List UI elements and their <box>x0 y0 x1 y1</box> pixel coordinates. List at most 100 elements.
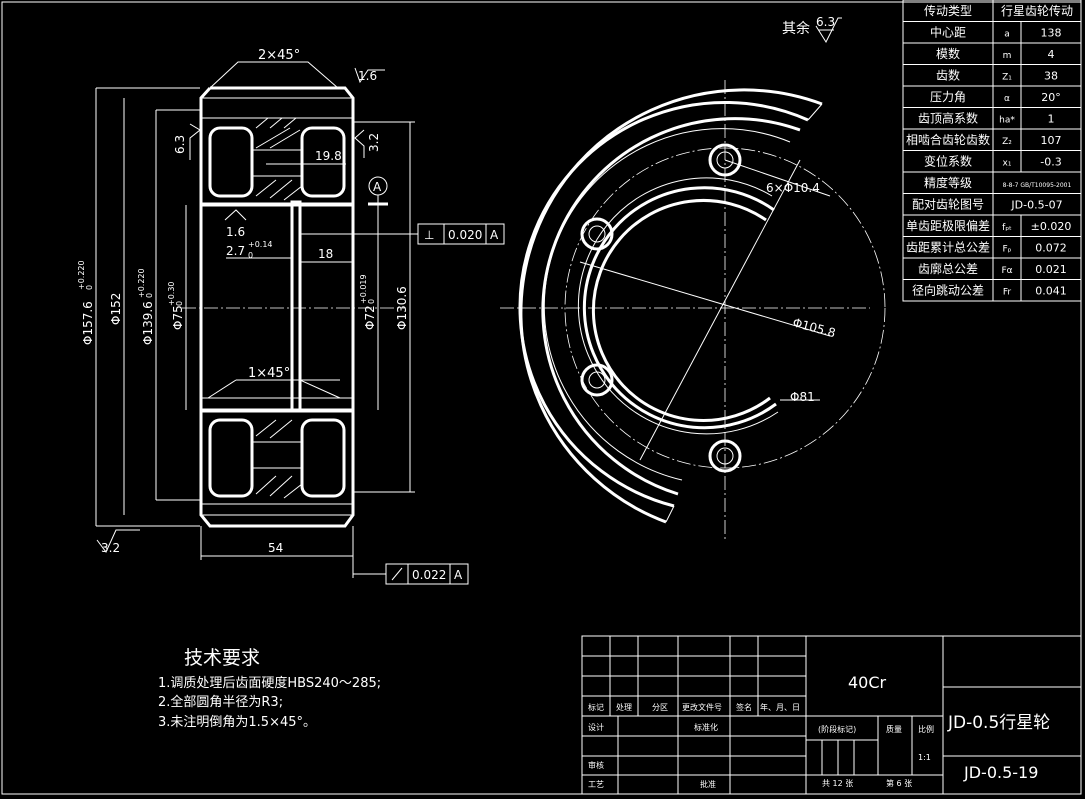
param-name: 齿数 <box>936 68 960 83</box>
param-name: 中心距 <box>930 25 966 40</box>
param-name: 配对齿轮图号 <box>912 198 984 212</box>
title-block: 标记 处理 分区 更改文件号 签名 年、月、日 设计 标准化 审核 工艺 批准 … <box>581 635 1082 795</box>
param-value: 4 <box>1048 48 1055 61</box>
dim-72-upper: +0.019 <box>359 274 368 304</box>
param-value: 20° <box>1041 91 1061 104</box>
roughness-left: 6.3 <box>173 135 187 154</box>
param-symbol: Fr <box>1003 288 1012 298</box>
roughness-other-value: 6.3 <box>816 15 835 29</box>
param-value: 107 <box>1041 134 1062 147</box>
tech-item-3: 3.未注明倒角为1.5×45°。 <box>158 715 316 730</box>
dim-75: Φ75 <box>171 305 185 330</box>
param-symbol: m <box>1003 51 1012 61</box>
sheets-total: 共 12 张 <box>822 779 853 788</box>
param-value: 0.021 <box>1035 263 1067 276</box>
rev-label-date: 年、月、日 <box>760 702 800 712</box>
dim-139: Φ139.6 <box>141 301 155 345</box>
dim-81: Φ81 <box>790 390 815 404</box>
param-symbol: Z₁ <box>1002 73 1012 83</box>
scale-value: 1:1 <box>918 753 931 762</box>
label-stage: (阶段标记) <box>818 724 856 734</box>
param-symbol: Z₂ <box>1002 137 1012 147</box>
param-name: 相啮合齿轮齿数 <box>906 132 990 147</box>
holes-label: 6×Φ10.4 <box>766 181 820 195</box>
param-value: 138 <box>1041 27 1062 40</box>
dim-157-lower: 0 <box>85 285 94 290</box>
param-symbol: ha* <box>999 116 1015 126</box>
datum-A: A <box>373 180 382 194</box>
runout-datum: A <box>454 568 463 582</box>
param-name: 变位系数 <box>924 154 972 169</box>
param-symbol: α <box>1004 94 1010 104</box>
param-value: -0.3 <box>1040 156 1061 169</box>
param-name: 单齿距极限偏差 <box>906 218 990 233</box>
param-symbol: Fα <box>1001 266 1012 276</box>
label-review: 审核 <box>588 760 604 770</box>
param-name: 压力角 <box>930 90 966 104</box>
perp-symbol: ⊥ <box>424 228 434 242</box>
rev-label-sign: 签名 <box>736 702 752 712</box>
param-symbol: Fₚ <box>1002 245 1011 255</box>
roughness-bottom: 3.2 <box>101 541 120 555</box>
param-name: 齿距累计总公差 <box>906 241 990 255</box>
dim-130: Φ130.6 <box>395 286 409 330</box>
chamfer-top-label: 2×45° <box>258 48 300 63</box>
part-name: JD-0.5行星轮 <box>947 713 1050 733</box>
label-design: 设计 <box>588 722 604 732</box>
chamfer-mid-label: 1×45° <box>248 366 290 381</box>
param-name: 齿顶高系数 <box>918 111 978 126</box>
param-name: 模数 <box>936 46 960 61</box>
web-dim: 19.8 <box>315 149 342 163</box>
groove-dist: 18 <box>318 247 333 261</box>
perp-tol: 0.020 <box>448 228 482 242</box>
dim-105: Φ105.8 <box>791 315 837 340</box>
section-view: 2×45° 1.6 6.3 3.2 19.8 A 1.6 2.7 +0.14 0… <box>77 48 505 585</box>
dim-139-lower: 0 <box>145 293 154 298</box>
groove-tol-lower: 0 <box>248 251 253 260</box>
param-name: 精度等级 <box>924 175 972 190</box>
tech-item-1: 1.调质处理后齿面硬度HBS240～285; <box>158 675 381 691</box>
label-scale: 比例 <box>918 724 934 734</box>
dim-72: Φ72 <box>363 305 377 330</box>
runout-tol: 0.022 <box>412 568 446 582</box>
label-process: 工艺 <box>588 780 604 789</box>
param-value: 0.072 <box>1035 242 1067 255</box>
label-approve: 批准 <box>700 779 716 789</box>
param-value: ±0.020 <box>1031 220 1072 233</box>
tech-title: 技术要求 <box>184 647 260 669</box>
drawing-number: JD-0.5-19 <box>963 763 1038 782</box>
param-value: JD-0.5-07 <box>1010 199 1062 212</box>
param-value: 38 <box>1044 70 1058 83</box>
param-value: 0.041 <box>1035 285 1067 298</box>
dim-157-upper: +0.220 <box>77 260 86 290</box>
bolt-holes <box>580 143 742 473</box>
dim-75-lower: 0 <box>175 301 184 306</box>
sheet-no: 第 6 张 <box>886 778 912 788</box>
end-view: 6×Φ10.4 Φ105.8 Φ81 其余 6.3 <box>500 15 886 540</box>
tech-requirements: 技术要求 1.调质处理后齿面硬度HBS240～285; 2.全部圆角半径为R3;… <box>158 647 381 730</box>
groove-dim: 2.7 <box>226 244 245 258</box>
param-value: 8-8-7 GB/T10095-2001 <box>1003 182 1072 189</box>
label-mass: 质量 <box>886 724 902 734</box>
dim-75-upper: +0.30 <box>167 281 176 306</box>
roughness-right: 3.2 <box>367 133 381 152</box>
dim-157: Φ157.6 <box>81 301 95 345</box>
param-name: 传动类型 <box>924 3 972 18</box>
rev-label-mark: 标记 <box>588 702 604 712</box>
rev-label-process: 处理 <box>616 702 632 712</box>
rev-label-change-doc: 更改文件号 <box>682 702 722 712</box>
param-name: 齿廓总公差 <box>918 261 978 276</box>
width-dim: 54 <box>268 541 283 555</box>
roughness-bore: 1.6 <box>226 225 245 239</box>
roughness-top: 1.6 <box>358 69 377 83</box>
dim-72-lower: 0 <box>367 299 376 304</box>
roughness-other-label: 其余 <box>782 20 810 37</box>
dim-139-upper: +0.220 <box>137 268 146 298</box>
transmission-type: 行星齿轮传动 <box>1001 3 1073 18</box>
tech-item-2: 2.全部圆角半径为R3; <box>158 694 283 710</box>
material: 40Cr <box>848 673 887 692</box>
param-value: 1 <box>1048 113 1055 126</box>
